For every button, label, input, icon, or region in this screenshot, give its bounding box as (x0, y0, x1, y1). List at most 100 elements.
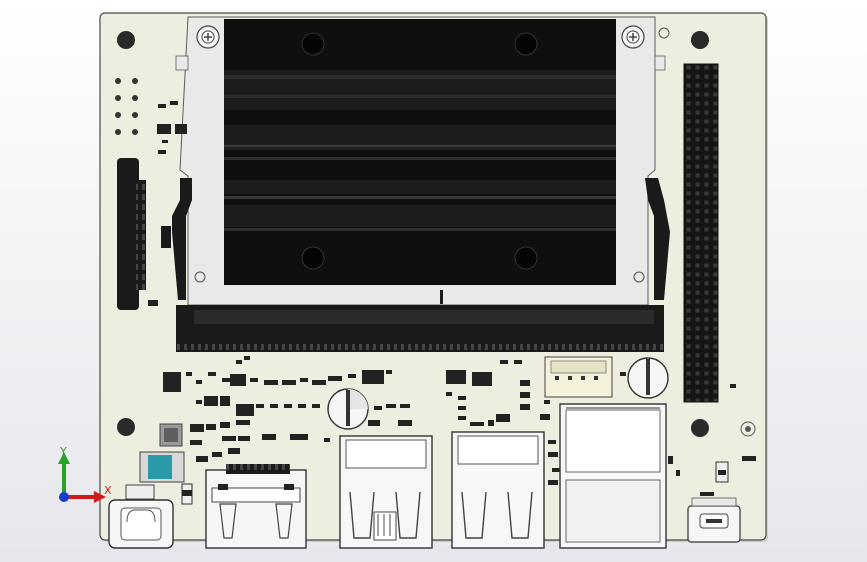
smd-part (620, 372, 626, 376)
usb-c-port (108, 484, 174, 549)
smd-part (540, 414, 550, 420)
mounting-hole (117, 31, 135, 49)
smd-part (548, 480, 558, 485)
smd-part (212, 452, 222, 457)
smd-part (190, 440, 202, 445)
smd-part (348, 374, 356, 378)
smd-components-topleft (157, 101, 187, 154)
mounting-holes (117, 31, 709, 437)
smd-part (328, 376, 342, 381)
inductor-core (164, 428, 178, 442)
smd-part (374, 406, 382, 410)
smd-part (386, 404, 396, 408)
smd-part (400, 404, 410, 408)
mounting-hole (691, 31, 709, 49)
smd-part (520, 392, 530, 398)
x-axis-arrow-head (94, 491, 106, 503)
smd-part (182, 490, 192, 496)
via-ring (740, 421, 756, 437)
frame-screw (621, 25, 645, 49)
frame-screw (196, 25, 220, 49)
coordinate-triad: Y X (58, 445, 112, 503)
smd-part (472, 372, 492, 386)
frame-hole (194, 271, 206, 283)
smd-components-right (668, 456, 756, 496)
smd-part (284, 404, 292, 408)
smd-part (204, 396, 218, 406)
smd-part (458, 416, 466, 420)
gpio-header-40pin (683, 63, 719, 403)
sodimm-socket-pins (176, 340, 664, 352)
y-axis-label: Y (59, 445, 67, 458)
smd-part (190, 424, 204, 432)
smd-part (222, 378, 230, 382)
smd-part (220, 422, 230, 428)
fan-connector-pins (555, 376, 598, 380)
socket-key (440, 290, 443, 304)
smd-part (368, 420, 380, 426)
frame-tab (175, 55, 189, 71)
smd-part (196, 400, 202, 404)
smd-part (520, 404, 530, 410)
smd-part (163, 372, 181, 392)
smd-part (161, 226, 171, 248)
smd-part (256, 404, 264, 408)
smd-part (238, 436, 250, 441)
smd-part (208, 372, 216, 376)
via-ring (745, 426, 751, 432)
sodimm-socket-slot (194, 310, 654, 324)
smd-part (196, 380, 202, 384)
smd-part (324, 438, 330, 442)
smd-part (206, 424, 216, 430)
smd-part (514, 360, 522, 364)
smd-part (262, 434, 276, 440)
socket-latch-right (645, 178, 670, 300)
smd-part (148, 300, 158, 306)
mounting-hole (117, 418, 135, 436)
smd-part (250, 378, 258, 382)
y-axis-arrow-head (58, 452, 70, 464)
frame-hole (633, 271, 645, 283)
smd-part (386, 370, 392, 374)
smd-part (300, 378, 308, 382)
smd-part (488, 420, 494, 426)
smd-part (398, 420, 412, 426)
socket-latch-left (172, 178, 192, 300)
smd-part (312, 380, 326, 385)
smd-part (458, 396, 466, 400)
smd-part (496, 414, 510, 422)
smd-part (312, 404, 320, 408)
x-axis-label: X (104, 484, 112, 497)
capacitor (627, 357, 669, 399)
heatsink (224, 19, 616, 285)
test-points (115, 78, 138, 135)
smd-part (552, 468, 560, 472)
smd-part (186, 372, 192, 376)
capacitor (327, 388, 369, 430)
smd-part (196, 456, 208, 462)
ethernet-port (559, 403, 667, 549)
smd-part (520, 380, 530, 386)
smd-part (362, 370, 384, 384)
camera-connector-pins (136, 180, 146, 290)
mounting-hole (691, 419, 709, 437)
usb-a-port (339, 435, 433, 549)
smd-part (500, 360, 508, 364)
frame-tab (654, 55, 666, 71)
fan-connector-latch (550, 360, 607, 374)
power-component-body (148, 455, 172, 479)
micro-usb-port (687, 497, 741, 543)
camera-connector (117, 158, 139, 310)
smd-part (270, 404, 278, 408)
smd-part (230, 374, 246, 386)
smd-part (220, 396, 230, 406)
smd-part (446, 392, 452, 396)
smd-part (236, 420, 250, 425)
hdmi-port (205, 464, 307, 549)
smd-part (282, 380, 296, 385)
smd-part (222, 436, 236, 441)
usb-a-port (451, 431, 545, 549)
smd-part (470, 422, 484, 426)
